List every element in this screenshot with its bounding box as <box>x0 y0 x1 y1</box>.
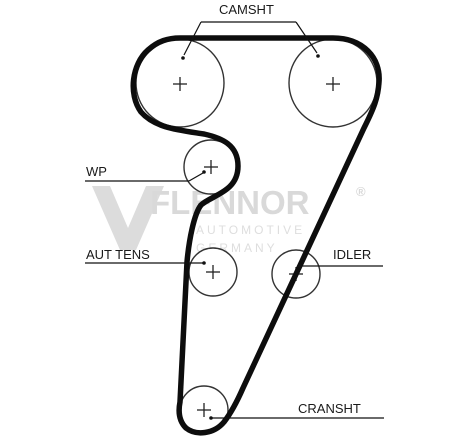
camshaft-leader <box>181 21 320 60</box>
water-pump-leader <box>85 170 206 182</box>
camshaft-label: CAMSHT <box>219 2 274 17</box>
timing-belt <box>130 35 382 436</box>
watermark-registered: ® <box>356 184 366 199</box>
watermark: FLENNOR ® AUTOMOTIVE GERMANY <box>92 184 366 255</box>
auto-tensioner-label: AUT TENS <box>86 247 150 262</box>
crankshaft-label: CRANSHT <box>298 401 361 416</box>
camshaft-pulley-right <box>288 38 378 128</box>
watermark-logo-mark <box>92 186 164 250</box>
auto-tensioner-pulley <box>188 247 238 297</box>
water-pump-label: WP <box>86 164 107 179</box>
idler-leader <box>298 264 383 268</box>
leaders <box>85 21 384 420</box>
auto-tensioner-leader <box>85 261 206 265</box>
watermark-line1: AUTOMOTIVE <box>196 223 305 237</box>
idler-label: IDLER <box>333 247 371 262</box>
labels: CAMSHT WP AUT TENS IDLER CRANSHT <box>86 2 371 416</box>
crankshaft-leader <box>209 416 384 420</box>
